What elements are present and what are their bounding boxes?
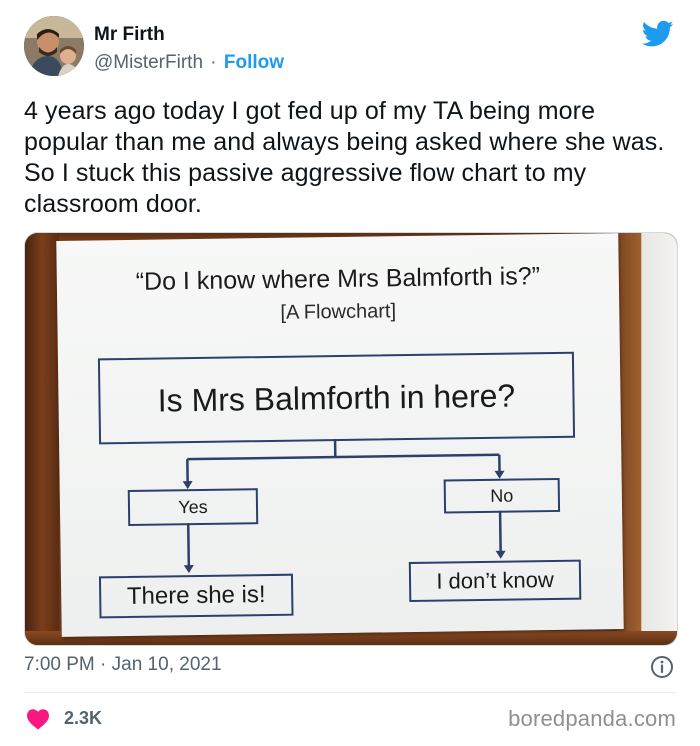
door-frame-left: [25, 233, 59, 645]
flowchart-paper: “Do I know where Mrs Balmforth is?” [A F…: [56, 233, 624, 637]
heart-icon[interactable]: [26, 708, 50, 730]
author-handle[interactable]: @MisterFirth: [94, 52, 204, 73]
avatar-image: [24, 16, 84, 76]
door-frame-right: [617, 233, 677, 645]
watermark: boredpanda.com: [508, 706, 676, 731]
flowchart-yes-box: Yes: [127, 488, 259, 526]
flowchart-no-result-box: I don’t know: [408, 559, 582, 603]
author-handle-line: @MisterFirth · Follow: [94, 52, 284, 74]
avatar[interactable]: [24, 16, 84, 76]
timestamp[interactable]: 7:00 PM · Jan 10, 2021: [24, 654, 222, 675]
tweet-photo[interactable]: “Do I know where Mrs Balmforth is?” [A F…: [24, 232, 678, 646]
flowchart-yes-result-box: There she is!: [98, 573, 294, 619]
like-count[interactable]: 2.3K: [64, 708, 103, 728]
tweet-footer: 2.3K boredpanda.com: [24, 700, 676, 740]
flowchart-no-box: No: [443, 477, 561, 514]
separator-dot: ·: [210, 52, 217, 73]
author-name[interactable]: Mr Firth: [94, 24, 165, 45]
flowchart-connectors: [182, 439, 506, 574]
twitter-bird-icon[interactable]: [642, 20, 674, 48]
tweet-meta: 7:00 PM · Jan 10, 2021: [24, 654, 674, 682]
follow-button[interactable]: Follow: [223, 52, 285, 73]
divider: [24, 692, 676, 693]
tweet-header: Mr Firth @MisterFirth · Follow: [24, 16, 684, 80]
tweet-text: 4 years ago today I got fed up of my TA …: [24, 97, 665, 218]
info-icon[interactable]: [650, 655, 674, 679]
flowchart-question-box: Is Mrs Balmforth in here?: [97, 351, 576, 445]
